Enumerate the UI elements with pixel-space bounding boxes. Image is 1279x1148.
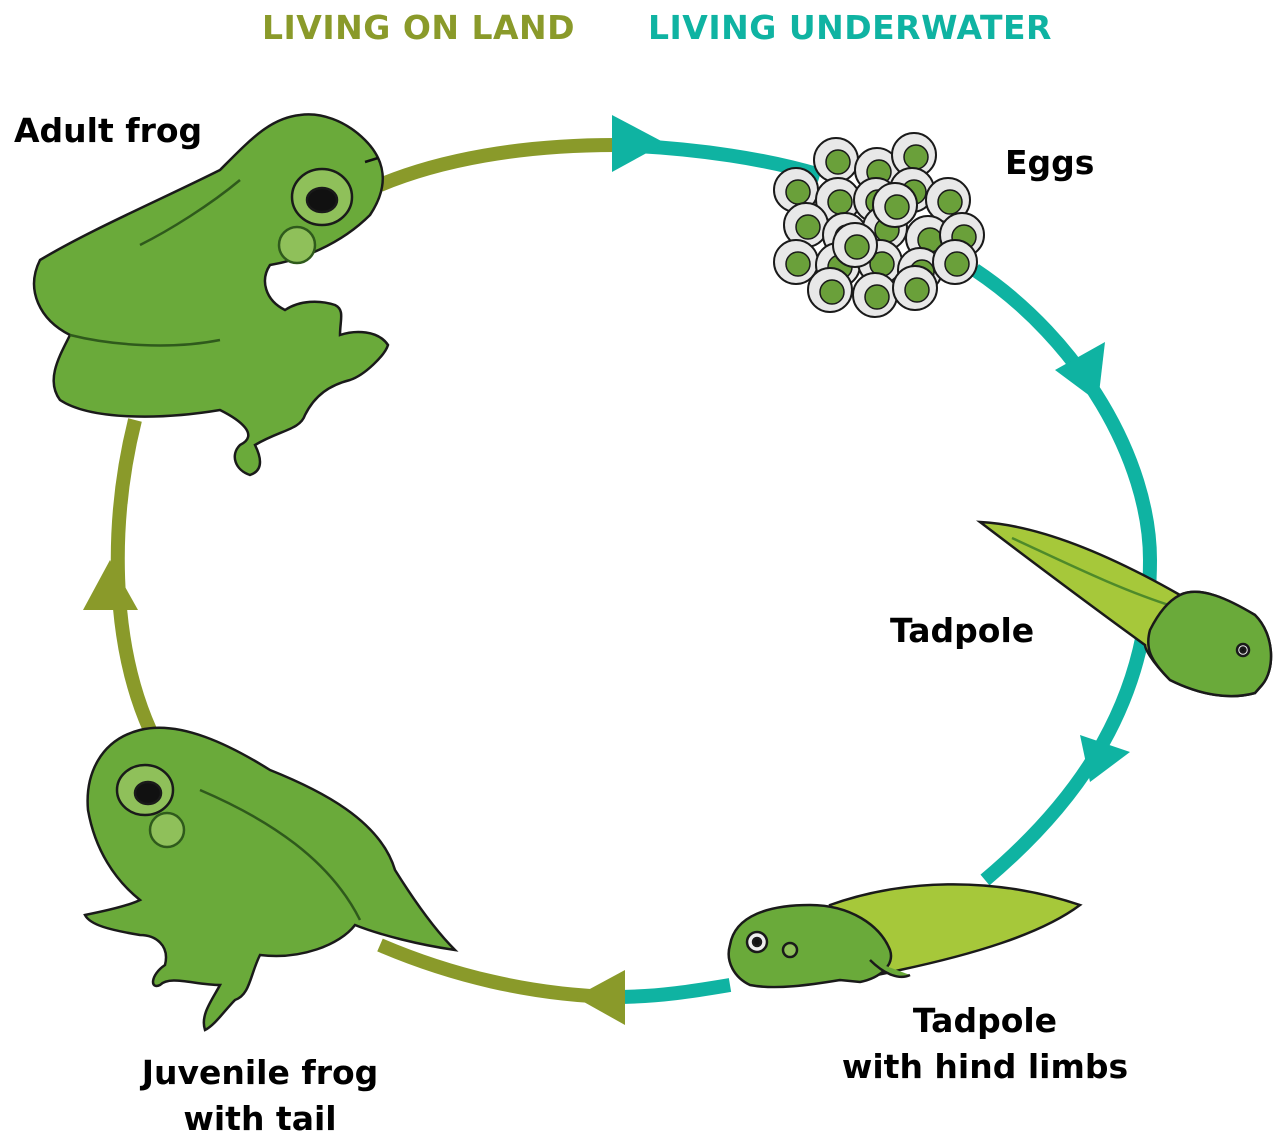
egg-core xyxy=(820,280,844,304)
label-tadpole-hind-limbs-line2: with hind limbs xyxy=(815,1044,1155,1090)
label-juvenile-frog-line1: Juvenile frog xyxy=(110,1050,410,1096)
label-tadpole-hind-limbs-line1: Tadpole xyxy=(815,998,1155,1044)
label-tadpole-hind-limbs: Tadpole with hind limbs xyxy=(815,998,1155,1090)
label-adult-frog: Adult frog xyxy=(14,108,202,154)
egg-core xyxy=(786,180,810,204)
egg-core xyxy=(845,235,869,259)
eggs-illustration xyxy=(774,133,984,317)
label-juvenile-frog-line2: with tail xyxy=(110,1096,410,1142)
egg-core xyxy=(938,190,962,214)
label-juvenile-frog: Juvenile frog with tail xyxy=(110,1050,410,1142)
tadpole-hind-limbs-illustration xyxy=(729,884,1080,987)
land-arc-top xyxy=(380,145,615,185)
egg-core xyxy=(945,252,969,276)
adult-frog-illustration xyxy=(34,114,388,475)
egg-core xyxy=(796,215,820,239)
egg-core xyxy=(786,252,810,276)
arrow-bottom-icon xyxy=(575,970,625,1025)
label-eggs: Eggs xyxy=(1005,140,1094,186)
egg-core xyxy=(905,278,929,302)
land-arc-bottom xyxy=(380,945,615,997)
egg-core xyxy=(826,150,850,174)
egg-core xyxy=(865,285,889,309)
water-arc-bottom xyxy=(615,985,730,997)
arrow-left-icon xyxy=(83,560,138,610)
juvenile-frog-illustration xyxy=(85,728,455,1030)
egg-core xyxy=(885,195,909,219)
egg-core xyxy=(828,190,852,214)
egg-core xyxy=(904,145,928,169)
land-arc-left xyxy=(118,420,150,730)
label-tadpole: Tadpole xyxy=(890,608,1034,654)
arrow-top-icon xyxy=(612,115,665,172)
